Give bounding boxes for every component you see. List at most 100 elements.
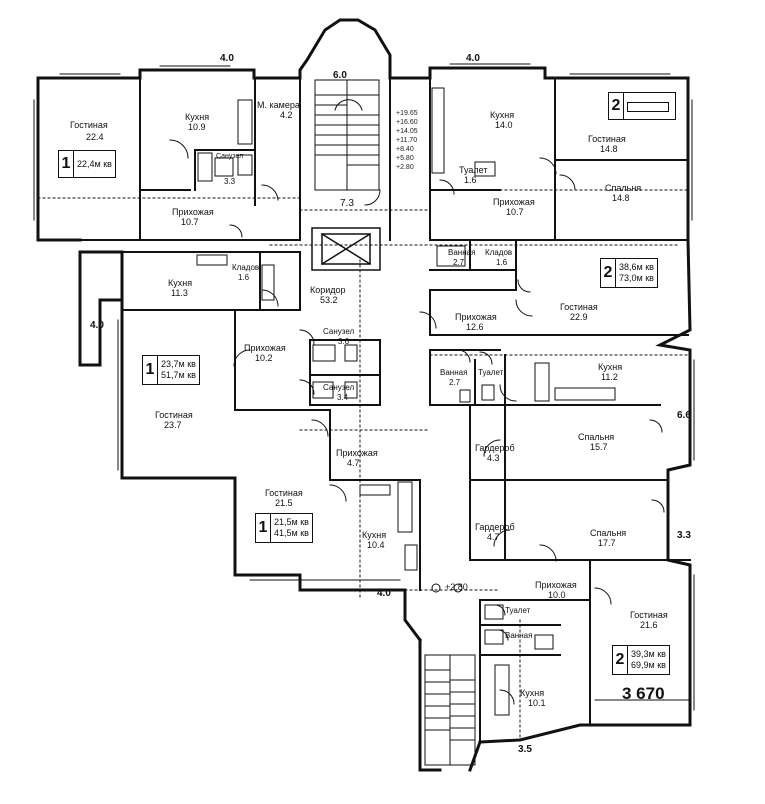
dimension-label: 6.0 [333, 70, 347, 81]
room-area: 22.9 [570, 312, 588, 322]
elevation-mark: +19.65 [396, 110, 418, 117]
room-area: 3.4 [337, 393, 349, 402]
room-name: Санузел [323, 327, 355, 336]
room-area: 14.0 [495, 120, 513, 130]
elevator [311, 227, 381, 271]
apartment-badge: 1 21,5м кв 41,5м кв [255, 513, 313, 543]
room-area: 10.9 [188, 122, 206, 132]
apartment-area: 21,5м кв [274, 517, 309, 527]
room-name: Гостиная [155, 410, 193, 420]
room-name: Гостиная [560, 302, 598, 312]
elevation-mark: +16.60 [396, 119, 418, 126]
apartment-rooms: 1 [143, 356, 158, 384]
room-name: Спальня [578, 432, 615, 442]
dimension-label: 4.0 [377, 588, 391, 599]
outer-walls [36, 18, 692, 772]
room-name: Прихожая [535, 580, 577, 590]
room-area: 53.2 [320, 295, 338, 305]
apartment-badge: 1 23,7м кв 51,7м кв [142, 355, 200, 385]
room-area: 1.6 [464, 175, 477, 185]
dimension-label: 4.0 [466, 53, 480, 64]
apartment-area: 69,9м кв [631, 660, 666, 670]
apartment-areas [624, 93, 672, 119]
windows [33, 63, 695, 711]
apartment-area: 22,4м кв [77, 158, 112, 169]
room-name: Туалет [505, 606, 531, 615]
room-name: Санузел [216, 153, 244, 160]
room-name: М. камера [257, 100, 300, 110]
apartment-rooms: 2 [601, 259, 616, 287]
room-name: Кухня [185, 112, 210, 122]
fixtures [196, 87, 616, 716]
room-area: 10.1 [528, 698, 546, 708]
apartment-areas: 23,7м кв 51,7м кв [158, 356, 199, 384]
room-area: 21.6 [640, 620, 658, 630]
room-name: Кладов [485, 248, 513, 257]
room-name: Кухня [520, 688, 545, 698]
apartment-areas: 38,6м кв 73,0м кв [616, 259, 657, 287]
room-name: Туалет [459, 165, 488, 175]
room-name: Ванная [505, 631, 533, 640]
apartment-area [627, 102, 669, 112]
interior-walls [37, 77, 691, 743]
room-area: 4.2 [280, 110, 293, 120]
room-area: 10.7 [181, 217, 199, 227]
room-area: 4.3 [487, 453, 500, 463]
apartment-areas: 22,4м кв [74, 151, 115, 177]
room-name: Ванная [448, 248, 476, 257]
room-name: Гардероб [475, 443, 515, 453]
room-area: 2.7 [453, 258, 465, 267]
room-area: 1.6 [238, 273, 250, 282]
room-name: Прихожая [493, 197, 535, 207]
door-swings [169, 139, 665, 705]
room-area: 22.4 [86, 132, 104, 142]
dimension-label: 6.6 [677, 410, 691, 421]
apartment-rooms: 1 [256, 514, 271, 542]
room-name: Ванная [440, 368, 468, 377]
room-area: 10.0 [548, 590, 566, 600]
apartment-areas: 39,3м кв 69,9м кв [628, 646, 669, 674]
apartment-badge: 2 39,3м кв 69,9м кв [612, 645, 670, 675]
building-height: 3 670 [622, 684, 665, 703]
room-area: 17.7 [598, 538, 616, 548]
room-area: 4.7 [487, 532, 500, 542]
room-area: 10.4 [367, 540, 385, 550]
room-area: 3.6 [338, 337, 350, 346]
room-name: Туалет [478, 368, 504, 377]
dashed-lines [37, 189, 689, 741]
room-area: 12.6 [466, 322, 484, 332]
room-name: Санузел [323, 383, 355, 392]
apartment-areas: 21,5м кв 41,5м кв [271, 514, 312, 542]
lower-stair [424, 654, 476, 766]
room-area: 14.8 [600, 144, 618, 154]
elevation-mark: +8.40 [396, 146, 414, 153]
room-name: Спальня [590, 528, 627, 538]
apartment-area: 41,5м кв [274, 528, 309, 538]
room-name: Кухня [598, 362, 623, 372]
apartment-area: 39,3м кв [631, 649, 666, 659]
room-name: Гардероб [475, 522, 515, 532]
room-area: 21.5 [275, 498, 293, 508]
apartment-area: 38,6м кв [619, 262, 654, 272]
elevation-mark: +2.80 [396, 164, 414, 171]
room-name: Спальня [605, 183, 642, 193]
room-area: 3.3 [224, 177, 236, 186]
room-name: Прихожая [336, 448, 378, 458]
room-area: 15.7 [590, 442, 608, 452]
height-dimension-line [594, 684, 691, 726]
dimension-label: 4.0 [90, 320, 104, 331]
apartment-rooms: 1 [59, 151, 74, 177]
elevation-mark: +11.70 [396, 137, 418, 144]
elevation-mark: +5.80 [396, 155, 414, 162]
room-name: Коридор [310, 285, 346, 295]
room-area: 11.2 [601, 372, 618, 382]
apartment-badge: 2 [608, 92, 676, 120]
room-area: 10.7 [506, 207, 524, 217]
room-name: Кухня [362, 530, 387, 540]
room-name: Гостиная [588, 134, 626, 144]
room-name: Кухня [490, 110, 515, 120]
room-name: Гостиная [265, 488, 303, 498]
room-area: 2.7 [449, 378, 461, 387]
room-area: 4.7 [347, 458, 360, 468]
